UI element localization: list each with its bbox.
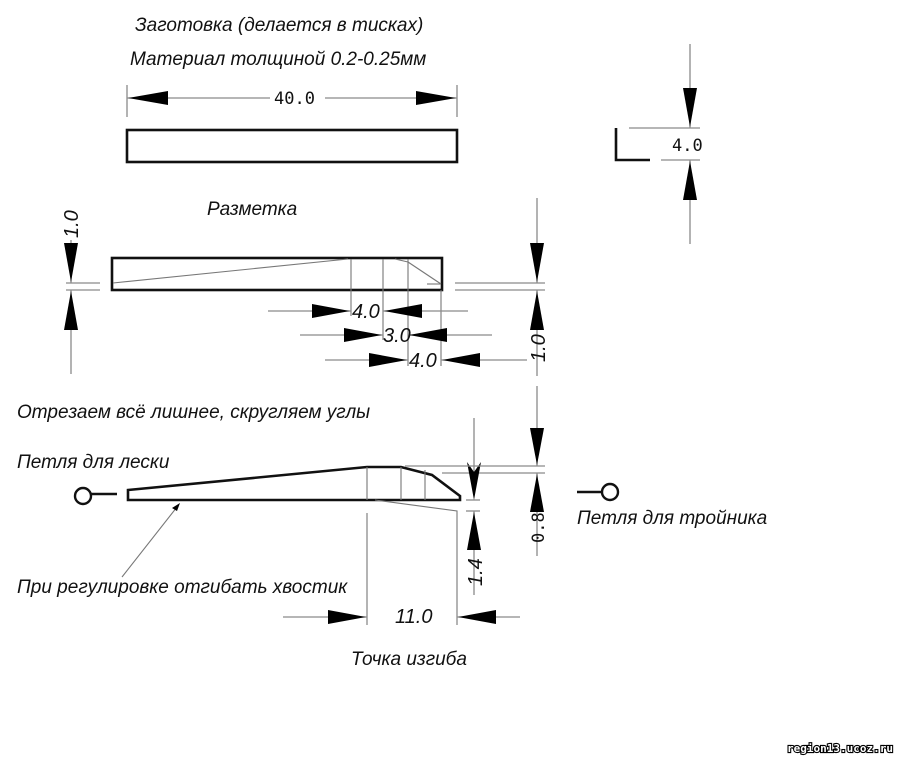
final-height-dimension: 1.4	[442, 418, 545, 595]
final-bend-label: 11.0	[395, 606, 432, 628]
bent-tail-outline	[374, 499, 458, 625]
marking-title: Разметка	[207, 199, 297, 220]
blank-length-dimension: 40.0	[126, 85, 458, 117]
leader-arrowhead	[172, 503, 180, 511]
arrowhead	[467, 512, 481, 550]
arrowhead	[369, 353, 407, 367]
marking-dimension-a: 4.0	[268, 301, 468, 323]
arrowhead	[409, 328, 447, 342]
arrowhead	[467, 462, 481, 500]
lure-body	[126, 465, 462, 502]
profile-corner	[614, 128, 650, 162]
final-bend-dimension: 11.0	[283, 606, 520, 628]
marking-dim-a-label: 4.0	[352, 301, 380, 323]
arrowhead	[458, 610, 496, 624]
leader-line	[121, 506, 178, 578]
blank-material: Материал толщиной 0.2-0.25мм	[130, 49, 426, 70]
hook-loop-icon	[600, 482, 620, 502]
line-loop-label: Петля для лески	[17, 452, 170, 473]
mark-line	[394, 258, 409, 263]
blank-width-label: 4.0	[672, 136, 703, 156]
arrowhead	[344, 328, 382, 342]
final-tip-dimension: 0.8	[405, 386, 549, 556]
marking-dim-b-label: 3.0	[383, 325, 411, 347]
marking-right-label: 1.0	[528, 334, 550, 362]
blank-strip	[125, 128, 459, 164]
arrowhead	[683, 161, 697, 200]
arrowhead	[530, 291, 544, 330]
adjust-note: При регулировке отгибать хвостик	[17, 577, 348, 598]
hook-loop-label: Петля для тройника	[577, 508, 767, 529]
arrowhead	[442, 353, 480, 367]
arrowhead	[64, 291, 78, 330]
arrowhead	[128, 91, 168, 105]
arrowhead	[530, 474, 544, 512]
marking-right-dimension: 1.0	[455, 198, 550, 376]
arrowhead	[328, 610, 366, 624]
marking-left-dimension: 1.0	[61, 210, 100, 374]
marking-section: Разметка 1.0 1.0	[61, 198, 550, 376]
marking-dimension-c: 4.0	[325, 350, 527, 372]
arrowhead	[683, 88, 697, 127]
line-loop-icon	[73, 486, 93, 506]
watermark: region13.ucoz.ru	[787, 742, 893, 755]
arrowhead	[312, 304, 350, 318]
arrowhead	[64, 243, 78, 282]
marking-dimension-b: 3.0	[300, 325, 492, 347]
final-section: Отрезаем всё лишнее, скругляем углы Петл…	[17, 386, 767, 670]
marking-left-label: 1.0	[61, 210, 83, 238]
arrowhead	[530, 243, 544, 282]
marking-dim-c-label: 4.0	[409, 350, 437, 372]
final-title: Отрезаем всё лишнее, скругляем углы	[17, 402, 370, 423]
blank-title: Заготовка (делается в тисках)	[135, 15, 423, 36]
taper-line	[112, 258, 349, 284]
arrowhead	[416, 91, 456, 105]
arrowhead	[384, 304, 422, 318]
final-height-label: 1.4	[465, 558, 487, 586]
final-tip-label: 0.8	[529, 512, 549, 543]
blank-width-dimension: 4.0	[614, 44, 703, 244]
blank-section: Заготовка (делается в тисках) Материал т…	[125, 15, 703, 244]
marking-strip	[110, 256, 444, 292]
arrowhead	[530, 428, 544, 465]
mark-line	[407, 261, 442, 285]
blank-length-label: 40.0	[274, 89, 315, 109]
bend-point-label: Точка изгиба	[351, 649, 467, 670]
